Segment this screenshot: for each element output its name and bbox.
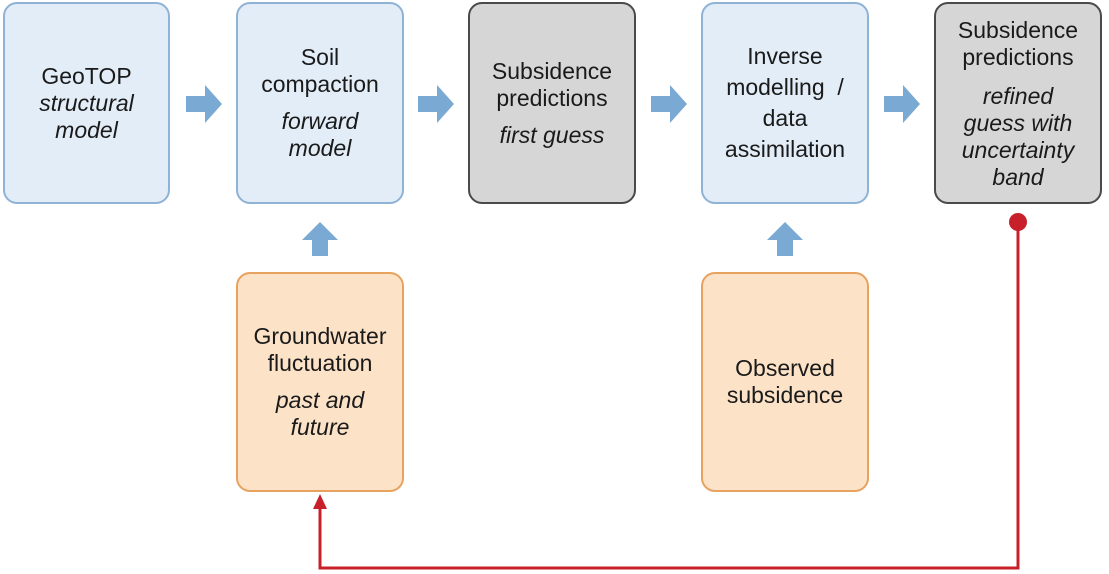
geotop-title: GeoTOP	[41, 62, 132, 89]
pred1-subtitle: first guess	[499, 121, 605, 148]
arrow-right-4	[884, 85, 920, 123]
feedback-loop	[318, 222, 1020, 570]
inverse-modelling-box: Inverse modelling / data assimilation	[701, 2, 869, 204]
soil-compaction-box: Soil compaction forward model	[236, 2, 404, 204]
observed-title-line2: subsidence	[726, 382, 844, 408]
subsidence-refined-box: Subsidence predictions refined guess wit…	[934, 2, 1102, 204]
geotop-subtitle-line1: structural	[39, 89, 134, 116]
pred2-subtitle-line1: refined	[982, 83, 1054, 109]
pred1-title-line1: Subsidence	[491, 57, 613, 84]
groundwater-title-line1: Groundwater	[253, 323, 387, 349]
inverse-title-line4: assimilation	[724, 136, 846, 162]
groundwater-box: Groundwater fluctuation past and future	[236, 272, 404, 492]
soil-subtitle-line1: forward	[281, 108, 359, 134]
subsidence-first-guess-box: Subsidence predictions first guess	[468, 2, 636, 204]
geotop-subtitle-line2: model	[55, 116, 118, 143]
geotop-box: GeoTOP structural model	[3, 2, 170, 204]
feedback-arrowhead	[313, 494, 327, 509]
groundwater-subtitle-line1: past and	[275, 387, 365, 413]
pred2-subtitle-line2: guess with	[963, 110, 1073, 136]
observed-title-line1: Observed	[735, 355, 835, 381]
pred2-subtitle-line3: uncertainty	[961, 137, 1075, 163]
soil-subtitle-line2: model	[288, 135, 352, 161]
pred1-title-line2: predictions	[496, 84, 608, 111]
inverse-title-line2: modelling /	[726, 74, 844, 100]
arrow-right-3	[651, 85, 687, 123]
inverse-title-line3: data	[762, 105, 808, 131]
pred2-subtitle-line4: band	[992, 164, 1044, 190]
soil-title-line2: compaction	[261, 71, 379, 97]
inverse-title-line1: Inverse	[747, 43, 823, 69]
observed-subsidence-box: Observed subsidence	[701, 272, 869, 492]
arrow-right-1	[186, 85, 222, 123]
feedback-line	[318, 222, 1020, 570]
groundwater-title-line2: fluctuation	[267, 350, 373, 376]
soil-title-line1: Soil	[300, 44, 340, 70]
groundwater-subtitle-line2: future	[290, 414, 350, 440]
arrow-right-2	[418, 85, 454, 123]
feedback-start-dot	[1009, 213, 1027, 231]
arrow-up-observed	[767, 222, 803, 256]
pred2-title-line1: Subsidence	[957, 17, 1079, 43]
arrow-up-groundwater	[302, 222, 338, 256]
pred2-title-line2: predictions	[962, 44, 1074, 70]
flow-arrows	[186, 85, 920, 256]
